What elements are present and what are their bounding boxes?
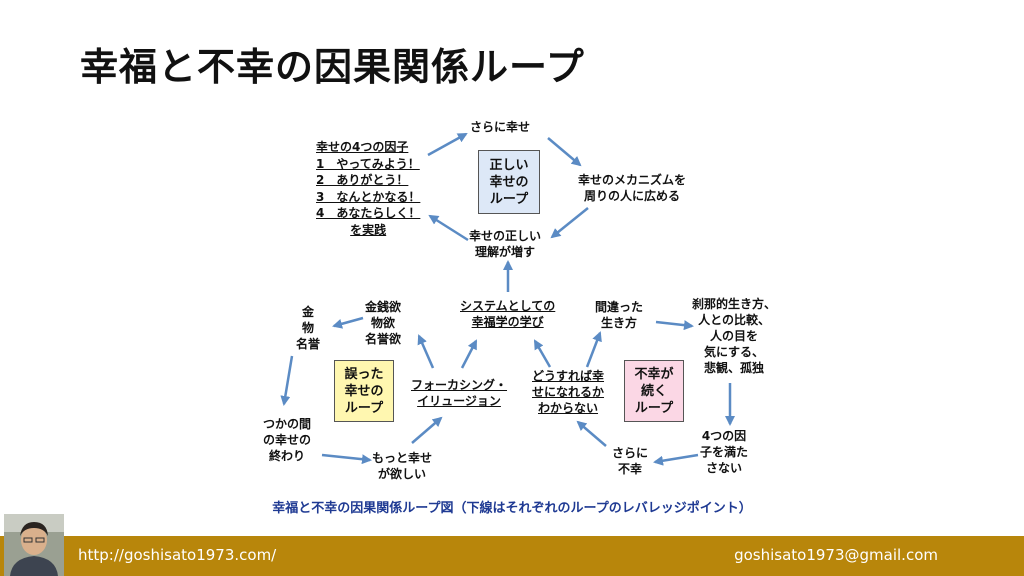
factor-item: 2 ありがとう！ xyxy=(316,173,409,187)
footer-email-link[interactable]: goshisato1973@gmail.com xyxy=(734,546,938,564)
label-wrong-lifestyle: 間違った 生き方 xyxy=(595,300,644,330)
label-money-goods-fame: 金 物 名誉 xyxy=(296,305,321,351)
unhappy-loop-box: 不幸が 続く ループ xyxy=(624,360,684,422)
arrow-bottom-to-factors xyxy=(428,214,469,242)
arrow-desire-to-gold xyxy=(332,316,364,329)
arrow-fleeting-to-more xyxy=(321,453,372,465)
footer-bar xyxy=(0,536,1024,576)
label-more-happy: さらに幸せ xyxy=(470,120,531,134)
factors-footer: を実践 xyxy=(350,222,387,237)
arrow-focus-to-desire xyxy=(417,334,435,369)
label-spread-mechanism: 幸せのメカニズムを 周りの人に広める xyxy=(578,173,687,203)
arrow-unfulfilled-to-more-unhappy xyxy=(653,453,699,466)
factor-item: 1 やってみよう！ xyxy=(316,156,420,171)
label-factors-unmet: 4つの因 子を満た さない xyxy=(700,429,749,475)
happiness-factors-list: 幸せの4つの因子 1 やってみよう！ 2 ありがとう！ 3 なんとかなる！ 4 … xyxy=(316,139,420,238)
correct-happiness-loop-box: 正しい 幸せの ループ xyxy=(478,150,540,214)
arrow-more-unhappy-to-how xyxy=(576,420,607,447)
label-more-unhappy: さらに 不幸 xyxy=(612,446,649,476)
arrow-how-to-wrong xyxy=(585,331,602,368)
avatar-photo-icon xyxy=(4,514,64,576)
label-understanding-increases: 幸せの正しい 理解が増す xyxy=(469,229,542,259)
label-lifestyle-details: 刹那的生き方、 人との比較、 人の目を 気にする、 悲観、孤独 xyxy=(692,297,777,375)
wrong-happiness-loop-box: 誤った 幸せの ループ xyxy=(334,360,394,422)
arrow-right-to-bottom xyxy=(550,207,589,239)
arrow-how-to-center xyxy=(533,339,552,368)
label-focusing-illusion: フォーカシング・ イリュージョン xyxy=(411,378,508,408)
arrow-focus-to-center xyxy=(460,339,478,369)
arrow-more-to-focus xyxy=(411,416,443,444)
arrow-wrong-to-lifestyle xyxy=(655,320,694,331)
label-desires: 金銭欲 物欲 名誉欲 xyxy=(365,300,402,346)
label-systematic-learning: システムとしての 幸福学の学び xyxy=(460,299,556,329)
label-dont-know-how: どうすれば幸 せになれるか わからない xyxy=(532,369,605,415)
diagram-caption: 幸福と不幸の因果関係ループ図（下線はそれぞれのループのレバレッジポイント） xyxy=(272,501,752,516)
factors-heading: 幸せの4つの因子 xyxy=(316,140,409,154)
factor-item: 3 なんとかなる！ xyxy=(316,189,421,204)
page-title: 幸福と不幸の因果関係ループ xyxy=(80,45,585,89)
arrow-gold-to-fleeting xyxy=(280,355,294,406)
label-end-of-fleeting-happiness: つかの間 の幸せの 終わり xyxy=(263,417,312,463)
author-avatar xyxy=(4,514,64,576)
factor-item: 4 あなたらしく！ xyxy=(316,206,421,220)
arrow-top-to-right xyxy=(547,137,582,167)
label-want-more-happiness: もっと幸せ が欲しい xyxy=(372,451,433,481)
footer-url-link[interactable]: http://goshisato1973.com/ xyxy=(78,546,277,564)
arrow-factors-to-top xyxy=(427,132,468,157)
